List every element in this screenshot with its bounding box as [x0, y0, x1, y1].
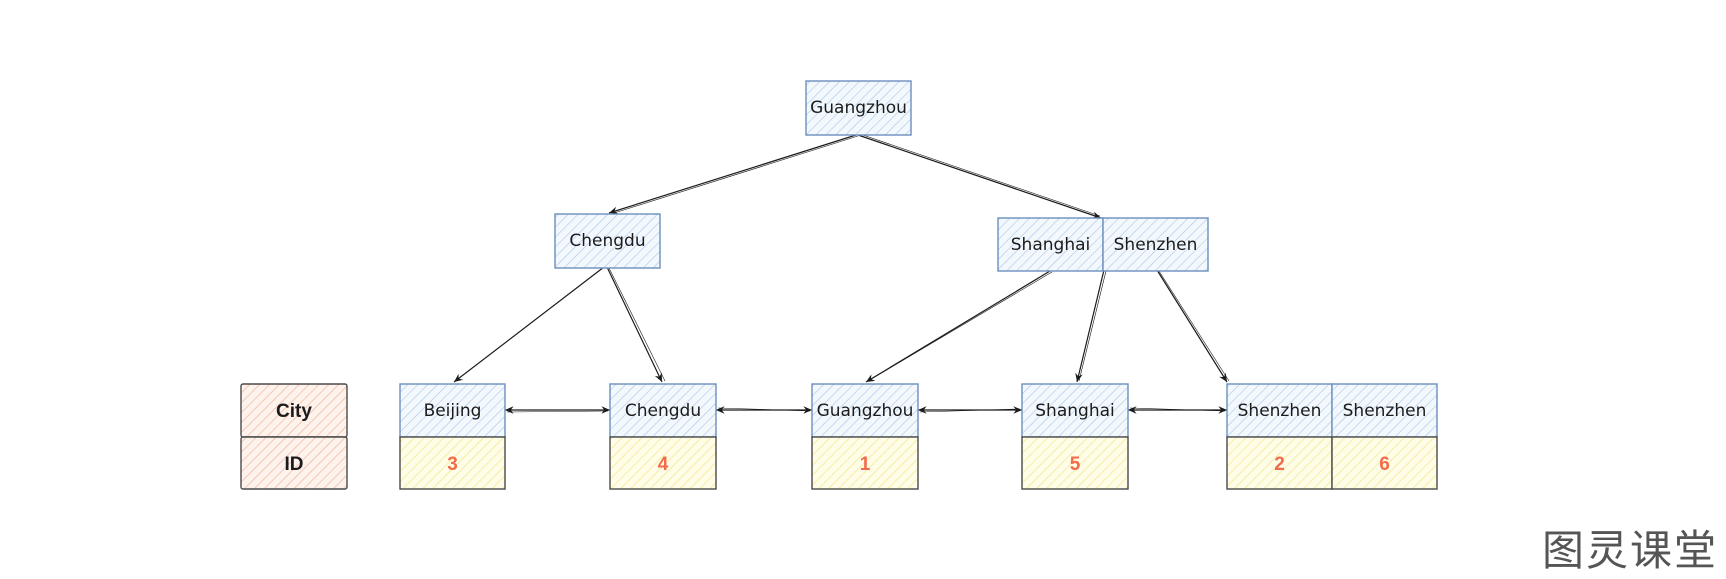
root-node: Guangzhou: [805, 80, 912, 136]
leaf-key-cell: [399, 383, 506, 438]
internal-right-key-label-2: Shenzhen: [1114, 235, 1198, 255]
edge-shenzhen-to-shenzhen-leaf: [1156, 269, 1228, 383]
edge-middle-to-shanghai-leaf: [1075, 269, 1105, 383]
internal-right-key-label-1: Shanghai: [1011, 235, 1090, 255]
leaf-key-label: Guangzhou: [817, 401, 914, 421]
root-key-cell: [805, 80, 912, 136]
internal-right-key-cell-1: [997, 217, 1104, 272]
legend: City ID: [240, 383, 348, 490]
internal-left-key-cell: [554, 213, 661, 269]
legend-id-label: ID: [285, 454, 304, 475]
leaf-node-chengdu: Chengdu 4: [609, 383, 717, 490]
leaf-key-label: Shenzhen: [1238, 401, 1322, 421]
leaf-id-cell: [609, 436, 717, 490]
edge-root-to-chengdu: [608, 134, 857, 215]
legend-city-label: City: [276, 401, 312, 422]
leaf-node-shanghai: Shanghai 5: [1021, 383, 1129, 490]
leaf-node-guangzhou: Guangzhou 1: [811, 383, 919, 490]
leaf-id-value: 2: [1274, 454, 1285, 475]
tree-edges: [453, 133, 1230, 414]
leaf-key-label: Shenzhen: [1343, 401, 1427, 421]
leaf-key-cell: [1331, 383, 1438, 438]
leaf-id-cell: [399, 436, 506, 490]
leaf-id-value: 6: [1379, 454, 1390, 475]
internal-node-left: Chengdu: [554, 213, 661, 269]
edge-root-to-shanghai-shenzhen: [857, 134, 1102, 219]
leaf-id-value: 1: [860, 454, 871, 475]
leaf-key-label: Chengdu: [625, 401, 701, 421]
internal-left-key-label: Chengdu: [569, 231, 645, 251]
internal-node-right: Shanghai Shenzhen: [997, 217, 1209, 272]
leaf-key-label: Shanghai: [1035, 401, 1114, 421]
leaf-id-cell: [1331, 436, 1438, 490]
leaf-node-shenzhen: Shenzhen Shenzhen 2 6: [1226, 383, 1438, 490]
leaf-id-cell: [1021, 436, 1129, 490]
root-key-label: Guangzhou: [810, 98, 907, 118]
leaf-key-label: Beijing: [424, 401, 482, 421]
legend-id-cell: [240, 436, 348, 490]
internal-right-key-cell-2: [1102, 217, 1209, 272]
leaf-id-value: 3: [447, 454, 458, 475]
leaf-id-value: 4: [658, 454, 669, 475]
leaf-key-cell: [1021, 383, 1129, 438]
leaf-id-cell: [811, 436, 919, 490]
watermark: 图灵课堂: [1542, 526, 1718, 575]
leaf-key-cell: [811, 383, 919, 438]
leaf-key-cell: [609, 383, 717, 438]
leaf-id-value: 5: [1070, 454, 1081, 475]
edge-chengdu-to-beijing: [453, 266, 605, 383]
edge-shanghai-to-guangzhou-leaf: [865, 270, 1051, 383]
edge-chengdu-to-chengdu-leaf: [606, 266, 663, 383]
leaf-node-beijing: Beijing 3: [399, 383, 506, 490]
